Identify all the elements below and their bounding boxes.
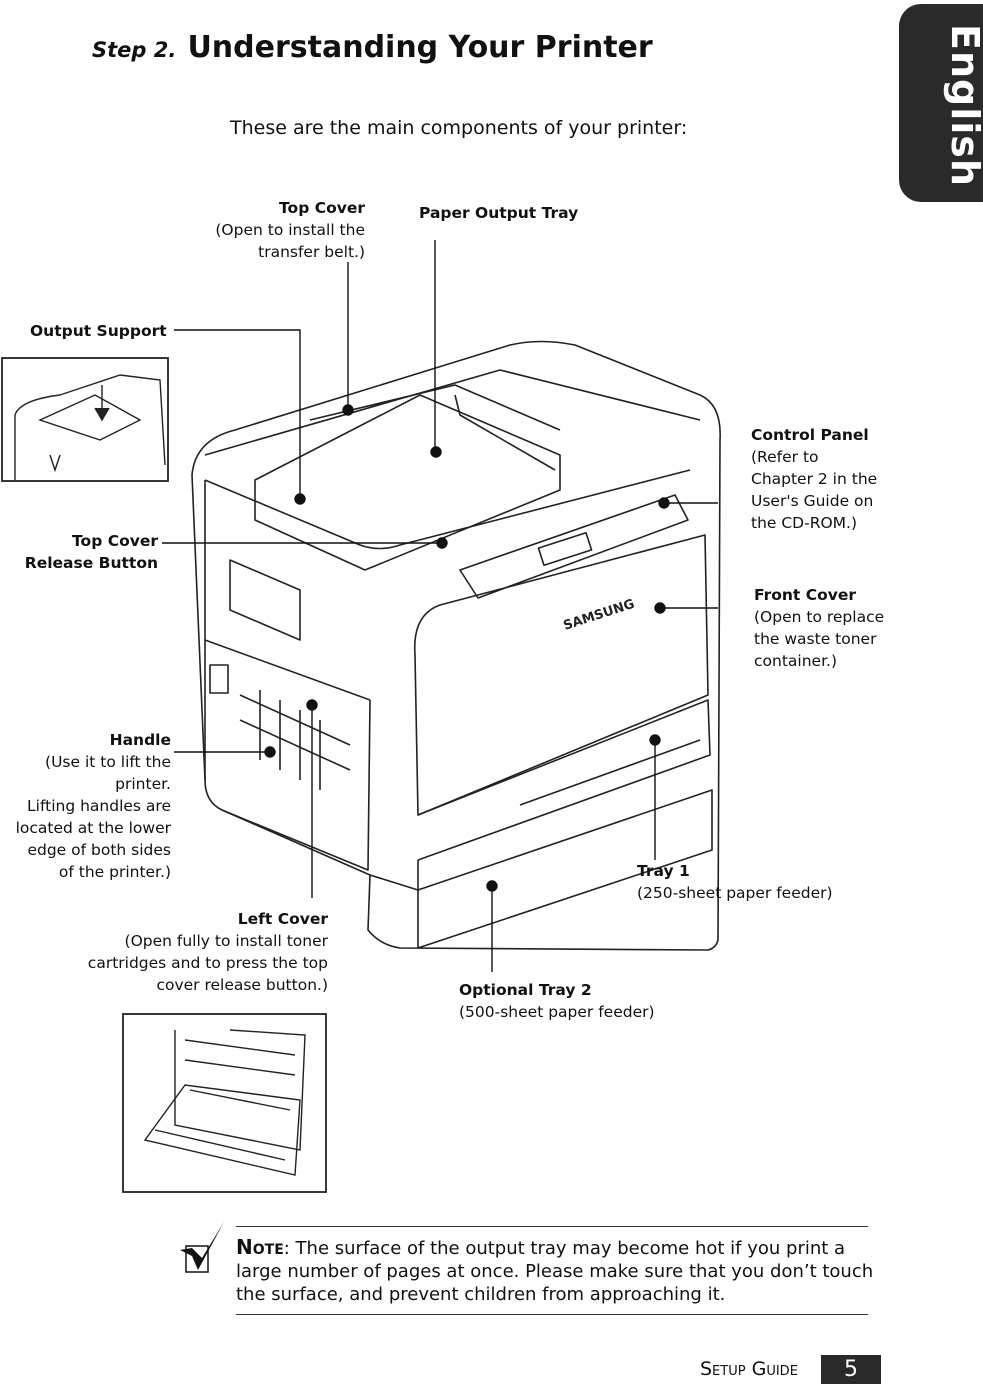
label-top-cover-release-button: Top Cover Release Button [24, 532, 158, 572]
label-optional-tray-2: Optional Tray 2 (500-sheet paper feeder) [459, 981, 655, 1021]
label-handle: Handle (Use it to lift the printer. Lift… [15, 731, 171, 881]
language-tab-label: English [943, 24, 983, 187]
printer-top-front-edge [204, 469, 691, 550]
step-title: Step 2. Understanding Your Printer [92, 30, 653, 65]
printer-top-surface [204, 369, 701, 456]
output-tray [254, 394, 561, 571]
output-support-inset [1, 357, 169, 482]
label-output-support: Output Support [30, 322, 167, 340]
label-control-panel: Control Panel (Refer to Chapter 2 in the… [751, 426, 878, 532]
page-title: Understanding Your Printer [187, 30, 653, 65]
left-cover-inset [122, 1013, 327, 1193]
checkmark-icon [180, 1222, 224, 1273]
optional-tray-2 [369, 789, 713, 949]
left-side [204, 480, 371, 871]
footer-label: Setup Guide [700, 1358, 798, 1380]
tray-1 [417, 699, 711, 861]
label-top-cover: Top Cover (Open to install the transfer … [215, 199, 365, 261]
language-tab: English [899, 4, 983, 202]
note-heading: Note [236, 1235, 284, 1259]
label-left-cover: Left Cover (Open fully to install toner … [87, 910, 328, 994]
step-label: Step 2. [92, 38, 177, 62]
note-body: : The surface of the output tray may bec… [236, 1238, 874, 1305]
page-number: 5 [821, 1355, 881, 1384]
front-cover [413, 534, 709, 816]
intro-text: These are the main components of your pr… [230, 117, 688, 139]
label-tray-1: Tray 1 (250-sheet paper feeder) [637, 862, 833, 902]
note-top-rule [236, 1226, 868, 1227]
label-front-cover: Front Cover (Open to replace the waste t… [754, 586, 885, 670]
label-paper-output-tray: Paper Output Tray [419, 204, 579, 222]
printer-body-outline [191, 340, 721, 951]
note: Note: The surface of the output tray may… [236, 1236, 876, 1306]
control-panel [459, 494, 689, 599]
note-bottom-rule [236, 1314, 868, 1315]
printer-brand-logo: SAMSUNG [562, 597, 637, 634]
